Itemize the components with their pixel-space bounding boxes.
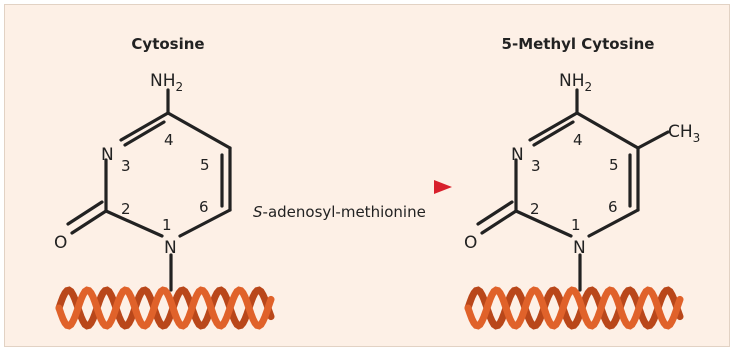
dna-helix-right <box>464 286 684 330</box>
cytosine-position-4: 4 <box>164 131 174 149</box>
cytosine-title: Cytosine <box>131 35 204 53</box>
c4-c5-bond <box>575 111 640 150</box>
cytosine-position-3: 3 <box>121 157 131 175</box>
cytosine-position-6: 6 <box>199 198 209 216</box>
c4-n3-bond <box>119 111 170 142</box>
cytosine-oxygen-label: O <box>54 233 67 253</box>
cytosine-n3-label: N <box>101 145 114 165</box>
methylcytosine-position-4: 4 <box>573 131 583 149</box>
methylcytosine-position-3: 3 <box>531 157 541 175</box>
cytosine-position-2: 2 <box>121 200 131 218</box>
cytosine-nh2-label: NH2 <box>150 71 183 94</box>
c2-o-bond <box>480 209 518 235</box>
c2-o-bond <box>70 209 108 235</box>
c4-c5-bond <box>166 111 232 150</box>
methylcytosine-n3-label: N <box>511 145 524 165</box>
methylcytosine-position-6: 6 <box>608 198 618 216</box>
cytosine-n1-label: N <box>164 238 177 258</box>
n1-c2-bond <box>514 209 573 238</box>
c6-n1-bond <box>587 208 640 238</box>
dna-helix-left <box>55 286 275 330</box>
methylcytosine-title: 5-Methyl Cytosine <box>502 35 655 53</box>
methylcytosine-oxygen-label: O <box>464 233 477 253</box>
c4-n3-double-bond <box>123 120 166 147</box>
methyl-ch3-label: CH3 <box>668 122 700 145</box>
methylcytosine-position-2: 2 <box>530 200 540 218</box>
methylcytosine-bonds <box>476 88 670 292</box>
c4-n3-double-bond <box>532 120 575 147</box>
c2-o-double-bond <box>66 200 104 226</box>
dna-strand-front <box>464 286 684 330</box>
dna-strand-back <box>55 286 275 330</box>
reaction-arrow-group: S-adenosyl-methionine <box>253 180 452 221</box>
cytosine-position-1: 1 <box>162 216 172 234</box>
reaction-arrow-head <box>434 180 452 194</box>
dna-strand-front <box>55 286 275 330</box>
dna-strand-back <box>464 286 684 330</box>
c6-n1-bond <box>178 208 232 238</box>
reagent-label: S-adenosyl-methionine <box>253 203 426 221</box>
c2-o-double-bond <box>476 200 514 226</box>
cytosine-position-5: 5 <box>200 156 210 174</box>
methylcytosine-molecule: 5-Methyl Cytosine NH2 CH3 N O N 4 3 5 2 … <box>464 35 700 292</box>
c5-methyl-bond <box>636 130 670 150</box>
cytosine-molecule: Cytosine NH2 N O N 4 3 5 2 6 1 <box>54 35 232 292</box>
methylcytosine-position-5: 5 <box>609 156 619 174</box>
methylcytosine-position-1: 1 <box>571 216 581 234</box>
methylcytosine-nh2-label: NH2 <box>559 71 592 94</box>
methylcytosine-n1-label: N <box>573 238 586 258</box>
cytosine-bonds <box>66 88 232 292</box>
n1-c2-bond <box>104 209 164 238</box>
c4-n3-bond <box>528 111 579 142</box>
